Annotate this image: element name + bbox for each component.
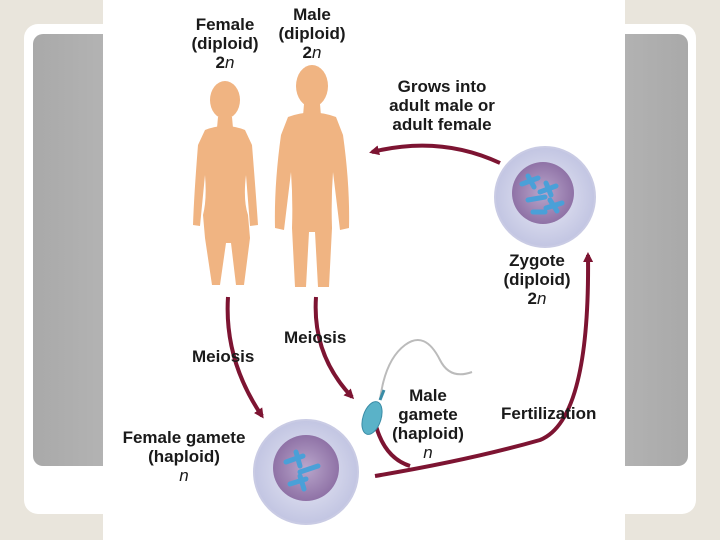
male-figure [274,65,350,287]
zygote-ploidy-n: n [537,289,547,308]
male-gamete-label: Male gamete (haploid) n [385,386,471,462]
meiosis-left-label: Meiosis [192,347,254,366]
female-gamete-line2: (haploid) [148,447,220,466]
grows-into-arrow [369,143,501,165]
fertilization-arrow [374,252,594,478]
meiosis-female-arrow [225,296,264,419]
zygote-chromosomes [519,173,565,215]
fertilization-text: Fertilization [501,404,597,423]
male-label: Male (diploid) 2n [267,5,357,62]
male-ploidy-number: 2 [302,43,312,62]
life-cycle-figure: Female (diploid) 2n Male (diploid) 2n Gr… [103,0,625,540]
grows-into-line1: Grows into [397,77,487,96]
sperm-path-arrow [374,425,411,468]
female-label: Female (diploid) 2n [180,15,270,72]
life-cycle-diagram [193,65,596,525]
zygote-ploidy-number: 2 [527,289,537,308]
female-gamete-ploidy-n: n [179,466,189,485]
female-gamete-line1: Female gamete [122,428,246,447]
sperm-cell [361,339,473,435]
grows-into-label: Grows into adult male or adult female [377,77,507,134]
male-gamete-line3: (haploid) [392,424,464,443]
zygote-label-line2: (diploid) [503,270,571,289]
grows-into-line3: adult female [392,115,492,134]
male-gamete-line2: gamete [398,405,458,424]
male-gamete-line1: Male [409,386,447,405]
egg-cell [253,419,359,525]
female-label-line1: Female [195,15,255,34]
female-ploidy-number: 2 [215,53,225,72]
meiosis-left-text: Meiosis [192,347,255,366]
female-label-line2: (diploid) [191,34,259,53]
zygote-label: Zygote (diploid) 2n [492,251,582,308]
female-ploidy-n: n [225,53,235,72]
male-ploidy-n: n [312,43,322,62]
egg-chromosomes [283,449,321,492]
meiosis-right-text: Meiosis [284,328,347,347]
female-gamete-label: Female gamete (haploid) n [109,428,259,485]
zygote-cell [494,146,596,248]
male-gamete-ploidy-n: n [423,443,433,462]
meiosis-male-arrow [313,296,355,400]
male-label-line1: Male [293,5,331,24]
fertilization-label: Fertilization [501,404,596,423]
zygote-label-line1: Zygote [509,251,565,270]
grows-into-line2: adult male or [389,96,495,115]
meiosis-right-label: Meiosis [284,328,346,347]
female-figure [193,81,258,285]
male-label-line2: (diploid) [278,24,346,43]
